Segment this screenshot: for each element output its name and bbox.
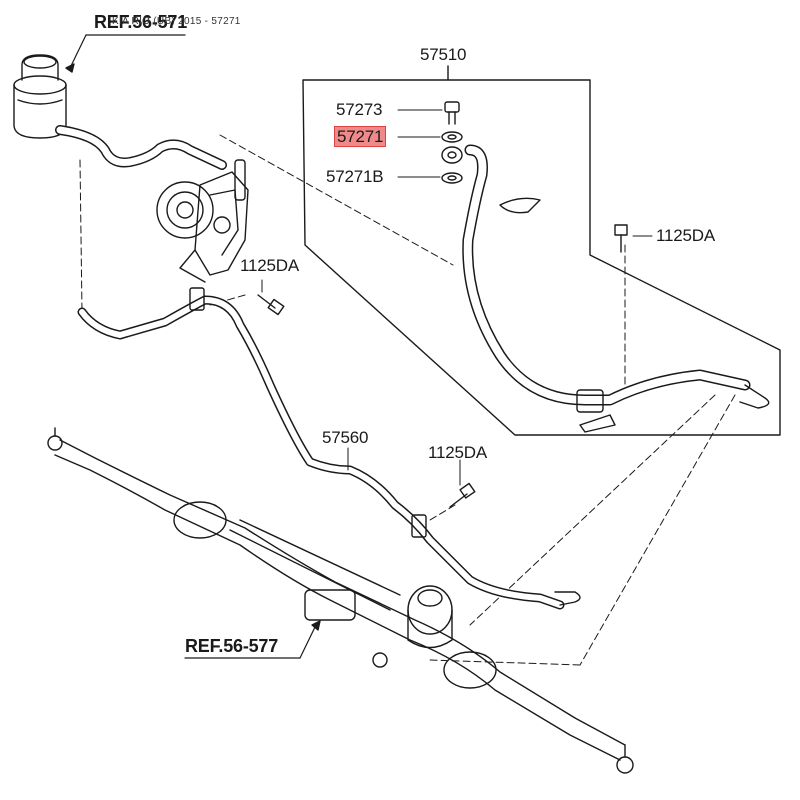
pump-part bbox=[156, 159, 249, 283]
ref-label-rack[interactable]: REF.56-577 bbox=[185, 636, 279, 656]
suction-hose-fill bbox=[56, 126, 226, 169]
ref-leaders bbox=[65, 34, 321, 659]
steering-rack bbox=[47, 427, 634, 774]
assembly-callout-frame bbox=[302, 65, 781, 436]
eye-fitting bbox=[441, 146, 463, 164]
dashed-leaders bbox=[79, 134, 736, 666]
highlighted-part-57271: 57271 bbox=[334, 126, 387, 147]
part-label-57510[interactable]: 57510 bbox=[420, 45, 467, 64]
part-label-1125da-left[interactable]: 1125DA bbox=[240, 256, 299, 275]
reservoir-part bbox=[13, 54, 67, 139]
bolt-1125da-mid bbox=[449, 482, 476, 508]
washer-57271 bbox=[441, 131, 463, 143]
part-label-57271b[interactable]: 57271B bbox=[326, 167, 384, 186]
return-hose-57560 bbox=[77, 287, 581, 610]
page-caption: KIA RIO (UB) 2015 - 57271 bbox=[112, 16, 241, 27]
label-leaders bbox=[261, 109, 653, 486]
bolt-1125da-top bbox=[614, 224, 628, 253]
bolt-57273 bbox=[444, 101, 460, 125]
ref-label-reservoir[interactable]: REF.56-571 bbox=[94, 12, 188, 32]
washer-57271b bbox=[441, 172, 463, 184]
pressure-hose-57510 bbox=[462, 144, 770, 433]
part-label-1125da-top[interactable]: 1125DA bbox=[656, 226, 715, 245]
part-label-57271[interactable]: 57271 bbox=[334, 126, 387, 147]
bolt-1125da-left bbox=[257, 294, 285, 316]
part-label-57273[interactable]: 57273 bbox=[336, 100, 383, 119]
part-label-1125da-mid[interactable]: 1125DA bbox=[428, 443, 487, 462]
part-label-57560[interactable]: 57560 bbox=[322, 428, 369, 447]
